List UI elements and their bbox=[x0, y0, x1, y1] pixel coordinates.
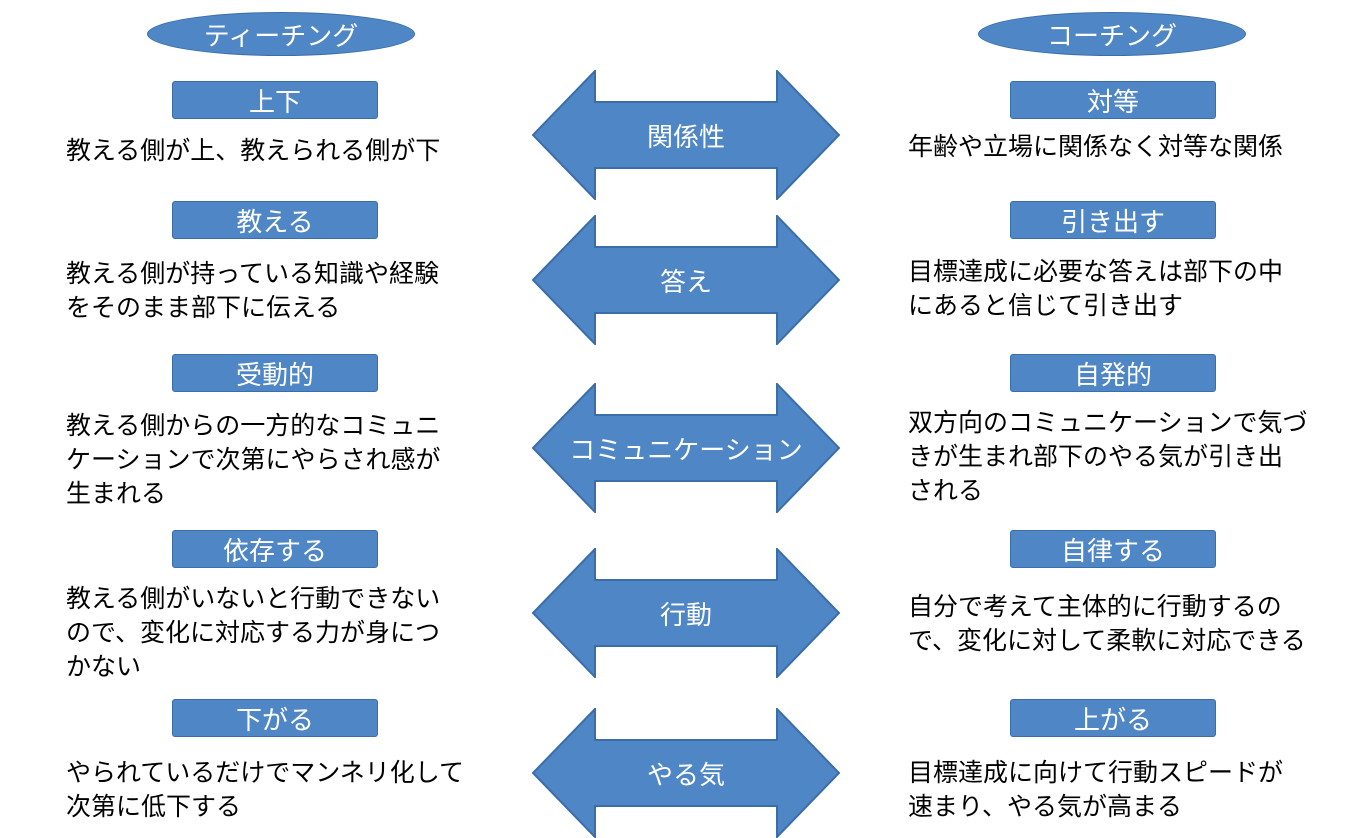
teaching-description: 教える側が上、教えられる側が下 bbox=[66, 136, 441, 165]
double-arrow-icon bbox=[532, 70, 840, 200]
double-arrow: 答え bbox=[532, 215, 840, 345]
coaching-label-box: 上がる bbox=[1010, 699, 1216, 737]
header-coaching: コーチング bbox=[978, 12, 1246, 56]
teaching-label-box: 教える bbox=[172, 201, 378, 239]
teaching-label-box: 依存する bbox=[172, 530, 378, 568]
double-arrow-icon bbox=[532, 215, 840, 345]
double-arrow: 関係性 bbox=[532, 70, 840, 200]
teaching-label-box: 受動的 bbox=[172, 354, 378, 392]
coaching-description: 双方向のコミュニケーションで気づ きが生まれ部下のやる気が引き出 される bbox=[908, 408, 1308, 505]
double-arrow: 行動 bbox=[532, 548, 840, 678]
arrow-label: 関係性 bbox=[646, 122, 725, 153]
double-arrow: やる気 bbox=[532, 708, 840, 838]
coaching-description: 目標達成に必要な答えは部下の中 にあると信じて引き出す bbox=[908, 257, 1284, 320]
coaching-label-box: 自律する bbox=[1010, 530, 1216, 568]
teaching-label-box: 下がる bbox=[172, 699, 378, 737]
double-arrow: コミュニケーション bbox=[532, 383, 840, 513]
arrow-label: 答え bbox=[659, 267, 712, 298]
teaching-description: 教える側からの一方的なコミュニ ケーションで次第にやらされ感が 生まれる bbox=[66, 411, 441, 508]
teaching-description: やられているだけでマンネリ化して 次第に低下する bbox=[66, 758, 465, 821]
coaching-label-box: 自発的 bbox=[1010, 354, 1216, 392]
teaching-description: 教える側が持っている知識や経験 をそのまま部下に伝える bbox=[66, 259, 440, 322]
coaching-description: 目標達成に向けて行動スピードが 速まり、やる気が高まる bbox=[908, 758, 1284, 821]
arrow-label: やる気 bbox=[646, 760, 725, 791]
teaching-description: 教える側がいないと行動できない ので、変化に対応する力が身につ かない bbox=[66, 584, 441, 681]
teaching-label-box: 上下 bbox=[172, 81, 378, 119]
double-arrow-icon bbox=[532, 708, 840, 838]
coaching-label-box: 引き出す bbox=[1010, 201, 1216, 239]
double-arrow-icon bbox=[532, 548, 840, 678]
coaching-label-box: 対等 bbox=[1010, 81, 1216, 119]
double-arrow-icon bbox=[532, 383, 840, 513]
arrow-label: 行動 bbox=[659, 600, 712, 631]
arrow-label: コミュニケーション bbox=[569, 435, 803, 466]
header-teaching: ティーチング bbox=[147, 12, 415, 56]
coaching-description: 年齢や立場に関係なく対等な関係 bbox=[908, 132, 1284, 161]
coaching-description: 自分で考えて主体的に行動するの で、変化に対して柔軟に対応できる bbox=[908, 592, 1306, 655]
